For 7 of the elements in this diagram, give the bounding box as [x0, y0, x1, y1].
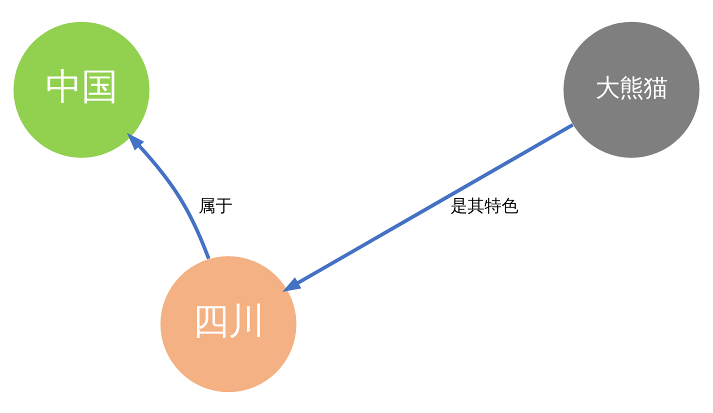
edge-label: 属于	[198, 196, 232, 216]
node-circle: 大熊猫	[564, 21, 700, 158]
node-circle: 中国	[14, 21, 150, 158]
arrow	[126, 132, 210, 259]
edge-label: 是其特色	[450, 196, 518, 216]
arrow	[282, 122, 574, 292]
node-circle: 四川	[160, 256, 296, 392]
